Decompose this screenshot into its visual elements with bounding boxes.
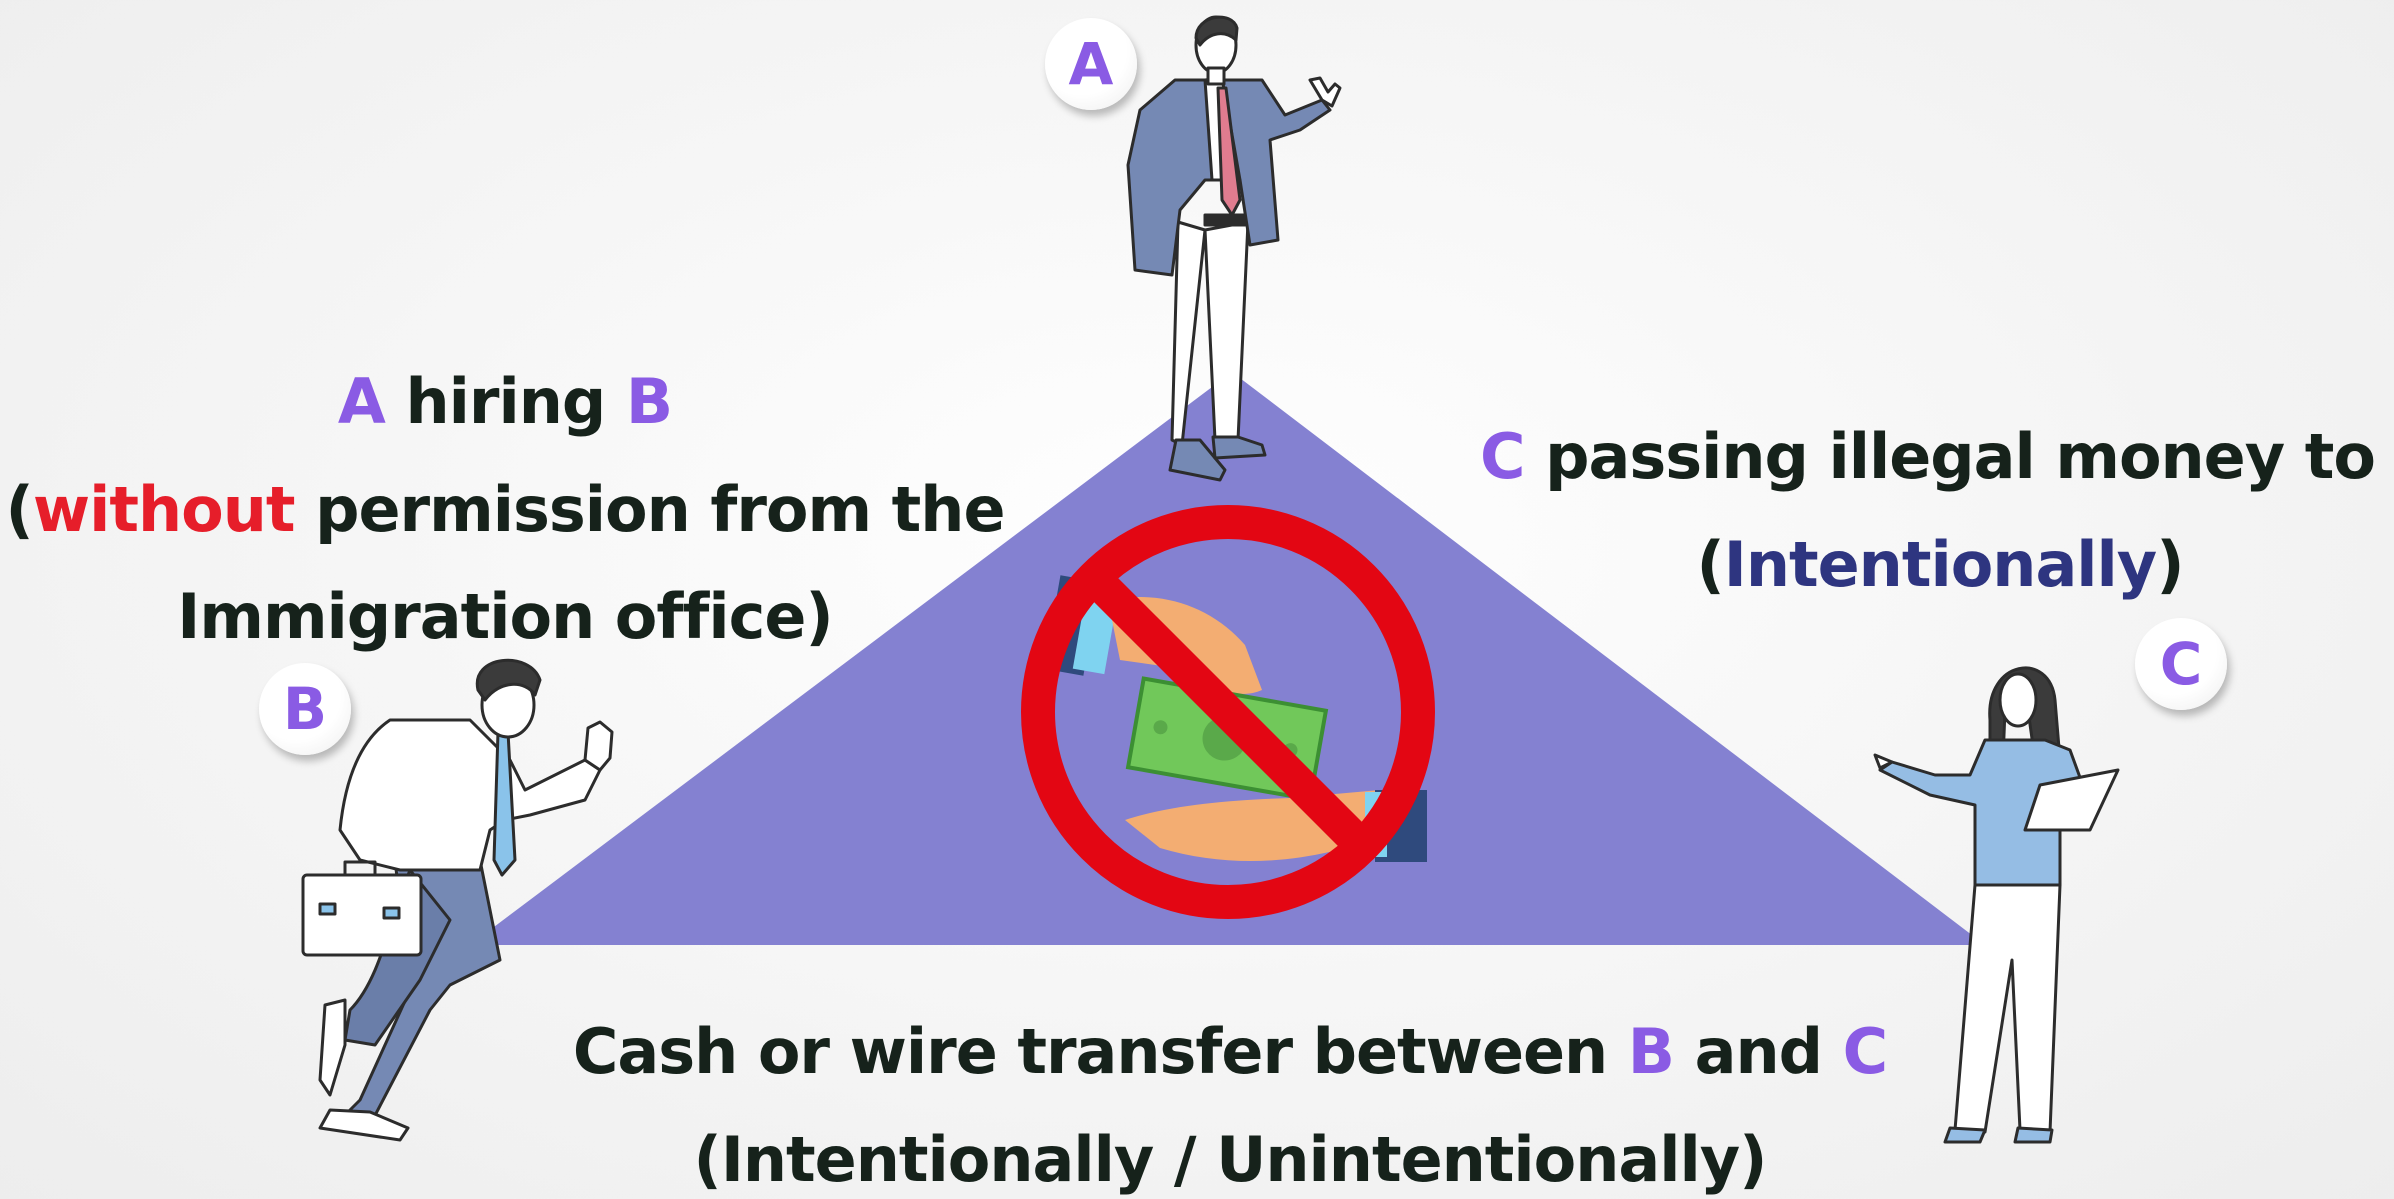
edge-ca-verb: passing illegal money to bbox=[1524, 420, 2394, 493]
edge-ab-verb: hiring bbox=[384, 365, 626, 438]
edge-ca-open-paren: ( bbox=[1696, 528, 1724, 601]
badge-a: A bbox=[1045, 18, 1137, 110]
edge-ca-close-paren: ) bbox=[2156, 528, 2184, 601]
edge-ca-line1: C passing illegal money to A bbox=[1480, 420, 2394, 493]
edge-ca-intent: Intentionally bbox=[1723, 528, 2157, 601]
edge-ab-party-a: A bbox=[337, 365, 386, 438]
no-money-transfer-icon bbox=[1021, 505, 1435, 919]
edge-bc-party-b: B bbox=[1627, 1015, 1675, 1088]
edge-ab-line2: (without permission from the bbox=[0, 473, 1010, 546]
edge-ca-party-c: C bbox=[1480, 420, 1526, 493]
badge-b: B bbox=[259, 663, 351, 755]
businessman-figure bbox=[1126, 15, 1342, 482]
edge-bc-start: Cash or wire transfer between bbox=[572, 1015, 1628, 1088]
edge-ab-line1: A hiring B bbox=[0, 365, 1010, 438]
edge-ab-open-paren: ( bbox=[5, 473, 33, 546]
edge-ab-without: without bbox=[32, 473, 296, 546]
edge-bc-line2: (Intentionally / Unintentionally) bbox=[693, 1123, 1768, 1196]
edge-ab-rest: permission from the bbox=[294, 473, 1005, 546]
edge-bc-and: and bbox=[1674, 1015, 1843, 1088]
edge-bc-line1: Cash or wire transfer between B and C bbox=[560, 1015, 1900, 1088]
edge-bc-party-c: C bbox=[1842, 1015, 1889, 1088]
businesswoman-figure bbox=[1873, 666, 2120, 1144]
edge-ab-line3: Immigration office) bbox=[177, 580, 833, 653]
running-businessman-figure bbox=[301, 658, 614, 1142]
badge-c: C bbox=[2135, 618, 2227, 710]
edge-ab-party-b: B bbox=[625, 365, 673, 438]
edge-ca-line2: (Intentionally) bbox=[1550, 528, 2330, 601]
